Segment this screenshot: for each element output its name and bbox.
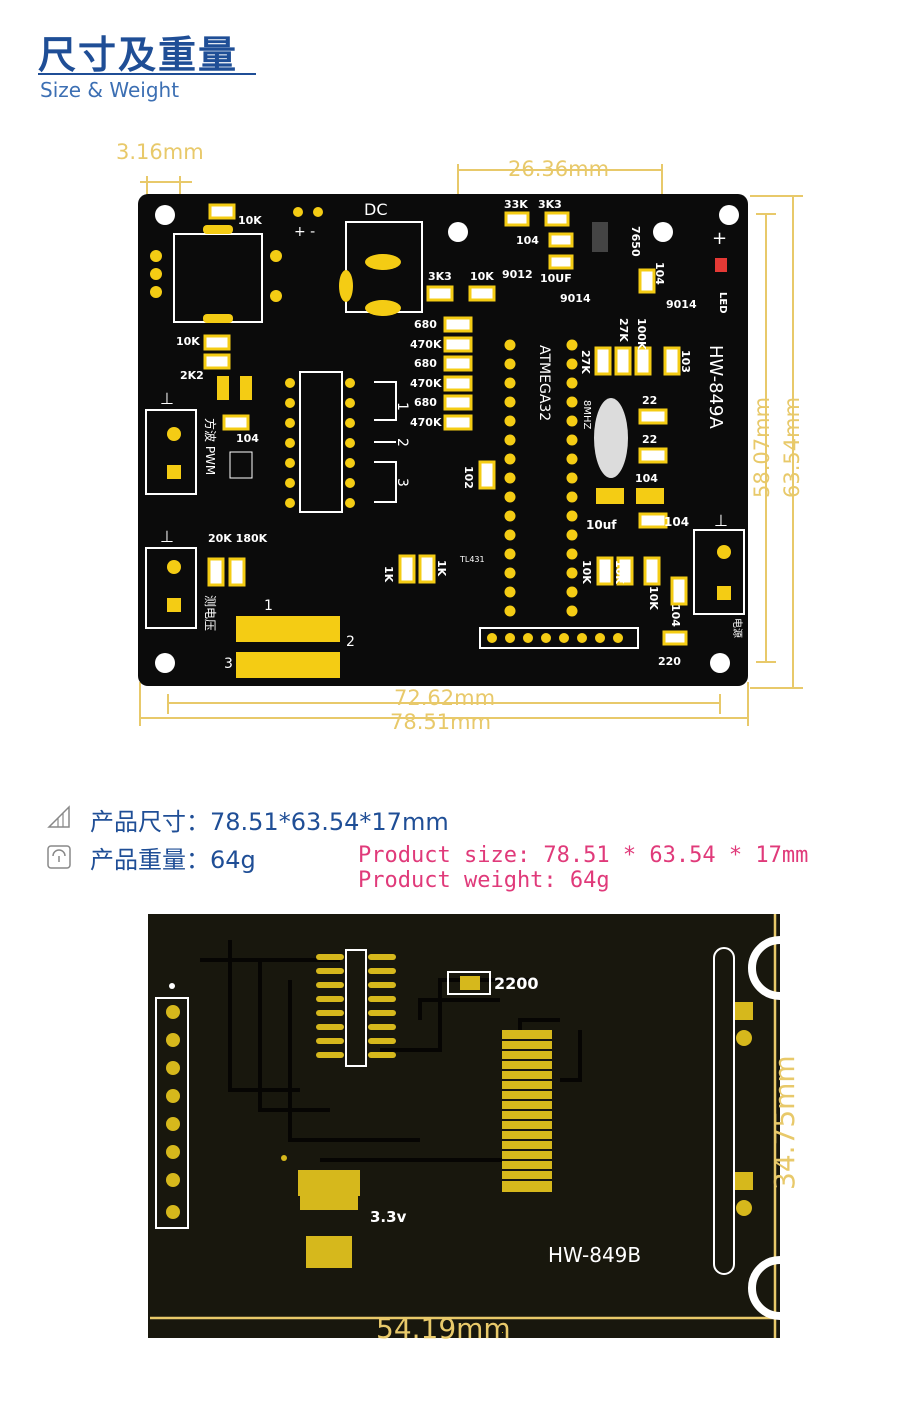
svg-text:3: 3 <box>394 478 410 487</box>
svg-text:+ -: + - <box>294 224 315 240</box>
svg-text:2K2: 2K2 <box>180 369 204 382</box>
svg-text:电源: 电源 <box>731 618 744 638</box>
svg-text:680: 680 <box>414 396 437 409</box>
svg-text:1K: 1K <box>435 560 448 577</box>
svg-text:104: 104 <box>635 472 658 485</box>
spec-size-en: Product size: 78.51 * 63.54 * 17mm <box>358 843 809 868</box>
svg-text:9014: 9014 <box>560 292 591 305</box>
mcu-pins <box>504 339 578 617</box>
svg-text:7650: 7650 <box>629 226 642 257</box>
svg-text:+: + <box>712 228 727 249</box>
svg-text:104: 104 <box>516 234 539 247</box>
board-b-illustration: 2200 3.3v HW-849B 34.75mm 54.19mm <box>148 914 801 1345</box>
svg-text:27K: 27K <box>579 350 592 374</box>
svg-text:27K: 27K <box>617 318 630 342</box>
board-a-labels: DC + - 10K 10K 2K2 33K 3K3 3K3 10K 104 9… <box>160 198 728 672</box>
svg-text:2200: 2200 <box>494 974 539 993</box>
svg-text:104: 104 <box>236 432 259 445</box>
mounting-holes <box>155 205 739 673</box>
svg-text:104: 104 <box>653 262 666 285</box>
title-underline <box>38 73 256 75</box>
dip-ic-pins <box>285 378 355 508</box>
svg-text:9012: 9012 <box>502 268 533 281</box>
svg-text:10K: 10K <box>613 560 626 584</box>
svg-text:3K3: 3K3 <box>428 270 452 283</box>
svg-text:1: 1 <box>264 598 273 614</box>
dim-bottom-outer: 78.51mm <box>390 710 492 734</box>
svg-text:220: 220 <box>658 655 681 668</box>
svg-text:HW-849B: HW-849B <box>548 1243 641 1267</box>
header-pins <box>487 633 623 643</box>
svg-text:1K: 1K <box>382 566 395 583</box>
svg-text:2: 2 <box>346 634 355 650</box>
svg-text:10UF: 10UF <box>540 272 572 285</box>
svg-text:10K: 10K <box>470 270 494 283</box>
svg-text:10K: 10K <box>580 560 593 584</box>
svg-text:470K: 470K <box>410 377 442 390</box>
svg-text:680: 680 <box>414 318 437 331</box>
svg-text:3K3: 3K3 <box>538 198 562 211</box>
svg-text:33K: 33K <box>504 198 528 211</box>
svg-text:103: 103 <box>679 350 692 373</box>
section-subtitle: Size & Weight <box>40 78 180 102</box>
svg-text:102: 102 <box>462 466 475 489</box>
svg-text:104: 104 <box>669 604 682 627</box>
board-a-rotated-labels: HW-849A ATMEGA32 8MHZ LED 7650 104 27K 2… <box>203 226 744 638</box>
dim-top-left: 3.16mm <box>116 140 204 164</box>
svg-text:10K: 10K <box>238 214 262 227</box>
board-b-labels: 2200 3.3v HW-849B <box>370 974 641 1267</box>
svg-text:470K: 470K <box>410 338 442 351</box>
board-b-silkscreen <box>155 947 735 1275</box>
dimension-lines <box>139 164 803 726</box>
spec-size-cn: 产品尺寸：78.51*63.54*17mm <box>90 808 449 836</box>
svg-text:TL431: TL431 <box>459 555 485 564</box>
pcb-board-a <box>138 194 748 686</box>
svg-text:1: 1 <box>394 402 410 411</box>
svg-text:10K: 10K <box>176 335 200 348</box>
board-b-dimensions <box>150 914 781 1338</box>
svg-text:470K: 470K <box>410 416 442 429</box>
svg-text:⊥: ⊥ <box>160 389 174 408</box>
svg-text:HW-849A: HW-849A <box>705 345 726 429</box>
svg-text:2: 2 <box>394 438 410 447</box>
svg-text:680: 680 <box>414 357 437 370</box>
section-title: 尺寸及重量 <box>38 33 239 77</box>
spec-weight-en: Product weight: 64g <box>358 868 610 893</box>
spec-weight-cn: 产品重量：64g <box>90 846 256 874</box>
svg-text:⊥: ⊥ <box>160 527 174 546</box>
pcb-pads <box>150 207 731 678</box>
svg-text:方波 PWM: 方波 PWM <box>203 418 218 475</box>
svg-text:22: 22 <box>642 394 657 407</box>
scale-icon <box>47 845 71 869</box>
svg-text:DC: DC <box>364 200 388 219</box>
svg-text:测电压: 测电压 <box>203 595 217 631</box>
regulator-tab <box>306 1236 352 1268</box>
svg-text:ATMEGA32: ATMEGA32 <box>536 345 552 421</box>
svg-text:10uf: 10uf <box>586 518 617 532</box>
dim-height-b: 34.75mm <box>768 1055 801 1190</box>
svg-text:104: 104 <box>664 515 689 529</box>
svg-text:10K: 10K <box>647 586 660 610</box>
ruler-icon <box>47 805 70 828</box>
smd-resistors <box>203 203 688 646</box>
svg-text:100K: 100K <box>635 318 648 350</box>
edge-connector-lines <box>502 1039 552 1181</box>
dim-width-b: 54.19mm <box>376 1312 511 1345</box>
regulator-chip <box>592 222 608 252</box>
crystal-oscillator <box>594 398 628 478</box>
svg-text:8MHZ: 8MHZ <box>581 400 592 430</box>
svg-text:LED: LED <box>717 292 728 314</box>
svg-text:20K 180K: 20K 180K <box>208 532 268 545</box>
svg-text:22: 22 <box>642 433 657 446</box>
board-a-illustration: DC + - 10K 10K 2K2 33K 3K3 3K3 10K 104 9… <box>138 164 803 726</box>
svg-text:3.3v: 3.3v <box>370 1208 407 1226</box>
svg-text:3: 3 <box>224 656 233 672</box>
dim-bottom-inner: 72.62mm <box>394 686 496 710</box>
svg-text:⊥: ⊥ <box>714 511 728 530</box>
svg-text:9014: 9014 <box>666 298 697 311</box>
